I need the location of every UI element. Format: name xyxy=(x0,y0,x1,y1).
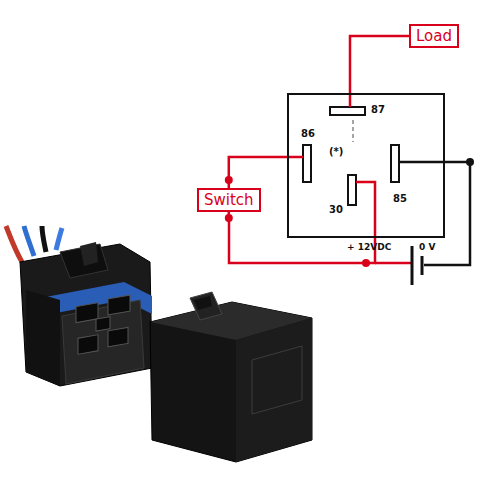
pin-86-terminal xyxy=(303,145,311,182)
wire xyxy=(229,157,287,188)
junction-dot xyxy=(225,176,233,184)
pin-number: 85 xyxy=(393,193,407,205)
junction-dot xyxy=(362,259,370,267)
box-label: Switch xyxy=(204,191,254,209)
pin-number: 86 xyxy=(301,128,315,140)
switch-box: Switch xyxy=(197,188,261,212)
battery-plate-positive xyxy=(411,246,414,285)
pin-87-terminal xyxy=(330,107,365,115)
relay-housing: 87 86 (*) 30 85 xyxy=(287,93,445,238)
contact-symbol: (*) xyxy=(329,146,343,158)
pin-85-terminal xyxy=(391,145,399,182)
box-label: Load xyxy=(416,27,452,45)
wire xyxy=(350,36,409,93)
junction-dot xyxy=(225,214,233,222)
pin-number: 30 xyxy=(329,204,343,216)
relay-body-photo xyxy=(150,292,312,462)
voltage-label: + 12VDC xyxy=(347,242,391,253)
pin-30-terminal xyxy=(348,175,356,205)
pin-number: 87 xyxy=(371,104,385,116)
contact-switch xyxy=(352,120,354,142)
battery-plate-negative xyxy=(421,256,424,275)
load-box: Load xyxy=(409,24,459,48)
junction-dot xyxy=(466,158,474,166)
relay-schematic xyxy=(229,95,474,285)
wire-87 xyxy=(349,95,352,107)
relay-socket-photo xyxy=(6,226,152,386)
voltage-label: 0 V xyxy=(419,242,435,253)
wire-battery-positive xyxy=(375,262,412,265)
wire-86 xyxy=(289,156,303,159)
wire-85 xyxy=(399,161,470,164)
